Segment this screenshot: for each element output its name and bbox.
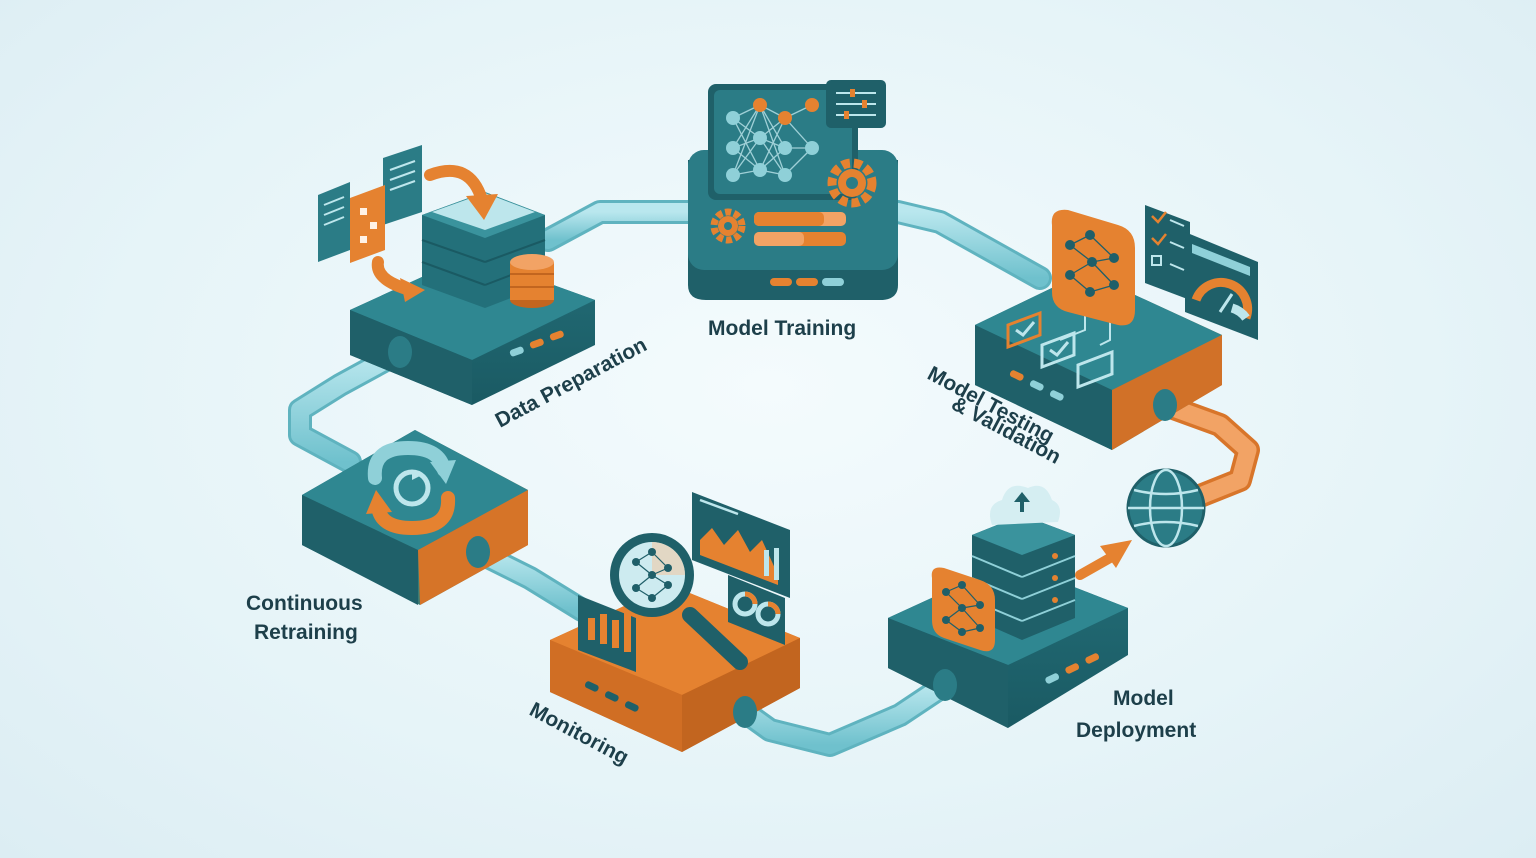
stage-model-training [688,80,898,300]
server-stack-icon [971,515,1076,640]
flowchart-icon [350,185,385,263]
neural-network-icon [708,84,858,200]
label-continuous-retraining-line1: Continuous [246,592,363,615]
gauge-icon [1185,232,1258,340]
progress-bar-icon [754,212,846,246]
label-model-deployment-line1: Model [1113,687,1174,710]
document-icon [318,145,422,262]
stage-continuous-retraining [302,430,528,605]
donut-chart-icon [728,575,785,645]
magnifier-icon [610,533,748,670]
label-model-training: Model Training [708,317,856,340]
label-model-deployment-line2: Deployment [1076,719,1196,742]
bar-chart-icon [578,595,636,672]
checklist-icon [1145,205,1190,300]
gear-icon [710,158,877,244]
line-chart-icon [692,492,790,598]
cloud-upload-icon [989,485,1060,525]
checkbox-icon [1006,300,1114,390]
sliders-icon [826,80,886,128]
stage-model-deployment [888,468,1206,728]
neural-network-icon [931,567,995,652]
neural-network-icon [1051,209,1135,326]
globe-icon [1126,468,1206,548]
stage-data-preparation [318,145,595,405]
arrow-icon [1075,540,1132,580]
stage-model-testing [975,205,1258,450]
label-continuous-retraining-line2: Retraining [254,621,358,644]
stage-monitoring [550,492,800,752]
refresh-icon [366,440,456,536]
curved-arrow-icon [371,165,498,302]
